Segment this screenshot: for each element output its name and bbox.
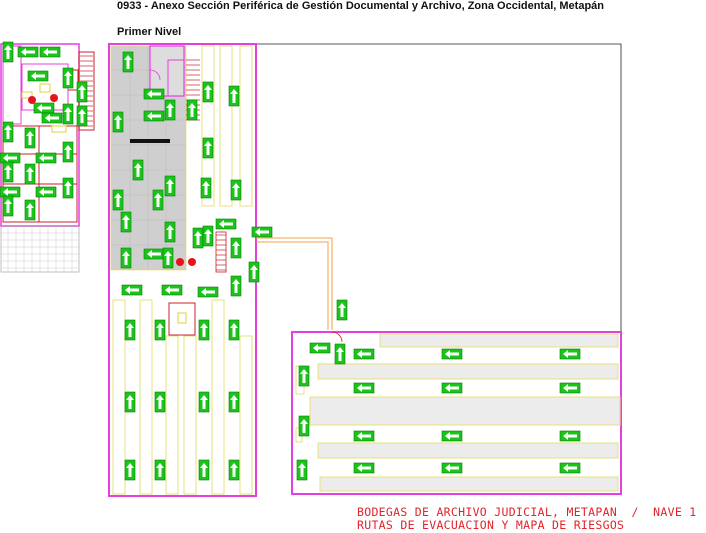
arrow-icon bbox=[219, 220, 233, 228]
arrow-icon bbox=[445, 432, 459, 440]
arrow-icon bbox=[204, 141, 212, 155]
arrow-icon bbox=[338, 303, 346, 317]
caption-line-1: BODEGAS DE ARCHIVO JUDICIAL, METAPAN / N… bbox=[357, 505, 697, 519]
arrow-icon bbox=[26, 167, 34, 181]
arrow-icon bbox=[122, 251, 130, 265]
arrow-icon bbox=[31, 72, 45, 80]
arrow-icon bbox=[230, 395, 238, 409]
arrow-icon bbox=[154, 193, 162, 207]
caption-line-2: RUTAS DE EVACUACION Y MAPA DE RIESGOS bbox=[357, 518, 625, 532]
arrow-icon bbox=[64, 181, 72, 195]
arrow-icon bbox=[563, 432, 577, 440]
arrow-icon bbox=[200, 395, 208, 409]
arrow-icon bbox=[126, 395, 134, 409]
arrow-icon bbox=[126, 323, 134, 337]
arrow-icon bbox=[202, 181, 210, 195]
arrow-icon bbox=[78, 109, 86, 123]
plan-title: 0933 - Anexo Sección Periférica de Gesti… bbox=[117, 0, 604, 12]
arrow-icon bbox=[563, 350, 577, 358]
arrow-icon bbox=[26, 203, 34, 217]
arrow-icon bbox=[21, 48, 35, 56]
arrow-icon bbox=[147, 250, 161, 258]
fire-extinguisher-icon bbox=[50, 94, 58, 102]
arrow-icon bbox=[563, 384, 577, 392]
arrow-icon bbox=[300, 369, 308, 383]
main-warehouse bbox=[108, 43, 257, 497]
arrow-icon bbox=[313, 344, 327, 352]
arrow-icon bbox=[114, 193, 122, 207]
arrow-icon bbox=[64, 145, 72, 159]
arrow-icon bbox=[445, 350, 459, 358]
arrow-icon bbox=[124, 55, 132, 69]
arrow-icon bbox=[39, 188, 53, 196]
arrow-icon bbox=[336, 347, 344, 361]
arrow-icon bbox=[250, 265, 258, 279]
arrow-icon bbox=[357, 432, 371, 440]
arrow-icon bbox=[39, 154, 53, 162]
arrow-icon bbox=[194, 231, 202, 245]
extinguishers bbox=[28, 94, 196, 266]
arrow-icon bbox=[78, 85, 86, 99]
arrow-icon bbox=[3, 154, 17, 162]
arrow-icon bbox=[125, 286, 139, 294]
arrow-icon bbox=[232, 183, 240, 197]
site-boundary bbox=[256, 43, 622, 332]
arrow-icon bbox=[200, 323, 208, 337]
arrow-icon bbox=[126, 463, 134, 477]
right-warehouse bbox=[291, 331, 622, 495]
arrow-icon bbox=[230, 463, 238, 477]
arrow-icon bbox=[201, 288, 215, 296]
arrow-icon bbox=[230, 323, 238, 337]
arrow-icon bbox=[357, 384, 371, 392]
level-label: Primer Nivel bbox=[117, 26, 182, 38]
arrow-icon bbox=[156, 463, 164, 477]
arrow-icon bbox=[43, 48, 57, 56]
arrow-icon bbox=[45, 114, 59, 122]
arrow-icon bbox=[122, 215, 130, 229]
arrow-icon bbox=[4, 199, 12, 213]
arrow-icon bbox=[147, 90, 161, 98]
arrow-icon bbox=[166, 225, 174, 239]
arrow-icon bbox=[200, 463, 208, 477]
arrow-icon bbox=[156, 323, 164, 337]
arrow-icon bbox=[230, 89, 238, 103]
arrow-icon bbox=[165, 286, 179, 294]
arrow-icon bbox=[64, 107, 72, 121]
fire-extinguisher-icon bbox=[188, 258, 196, 266]
arrow-icon bbox=[232, 279, 240, 293]
arrow-icon bbox=[134, 163, 142, 177]
arrow-icon bbox=[300, 419, 308, 433]
arrow-icon bbox=[445, 464, 459, 472]
fire-extinguisher-icon bbox=[176, 258, 184, 266]
arrow-icon bbox=[166, 179, 174, 193]
arrow-icon bbox=[3, 188, 17, 196]
arrow-icon bbox=[26, 131, 34, 145]
arrow-icon bbox=[445, 384, 459, 392]
arrow-icon bbox=[204, 85, 212, 99]
arrow-icon bbox=[4, 165, 12, 179]
arrow-icon bbox=[156, 395, 164, 409]
arrow-icon bbox=[357, 350, 371, 358]
arrow-icon bbox=[232, 241, 240, 255]
annex-building bbox=[0, 43, 95, 273]
arrow-icon bbox=[64, 71, 72, 85]
arrow-icon bbox=[4, 125, 12, 139]
arrow-icon bbox=[298, 463, 306, 477]
arrow-icon bbox=[164, 251, 172, 265]
arrow-icon bbox=[204, 229, 212, 243]
arrow-icon bbox=[357, 464, 371, 472]
exit-signs bbox=[0, 41, 581, 481]
arrow-icon bbox=[4, 45, 12, 59]
arrow-icon bbox=[166, 103, 174, 117]
arrow-icon bbox=[114, 115, 122, 129]
arrow-icon bbox=[188, 103, 196, 117]
evacuation-route bbox=[256, 237, 333, 330]
fire-extinguisher-icon bbox=[28, 96, 36, 104]
arrow-icon bbox=[563, 464, 577, 472]
arrow-icon bbox=[147, 112, 161, 120]
arrow-icon bbox=[37, 104, 51, 112]
arrow-icon bbox=[255, 228, 269, 236]
